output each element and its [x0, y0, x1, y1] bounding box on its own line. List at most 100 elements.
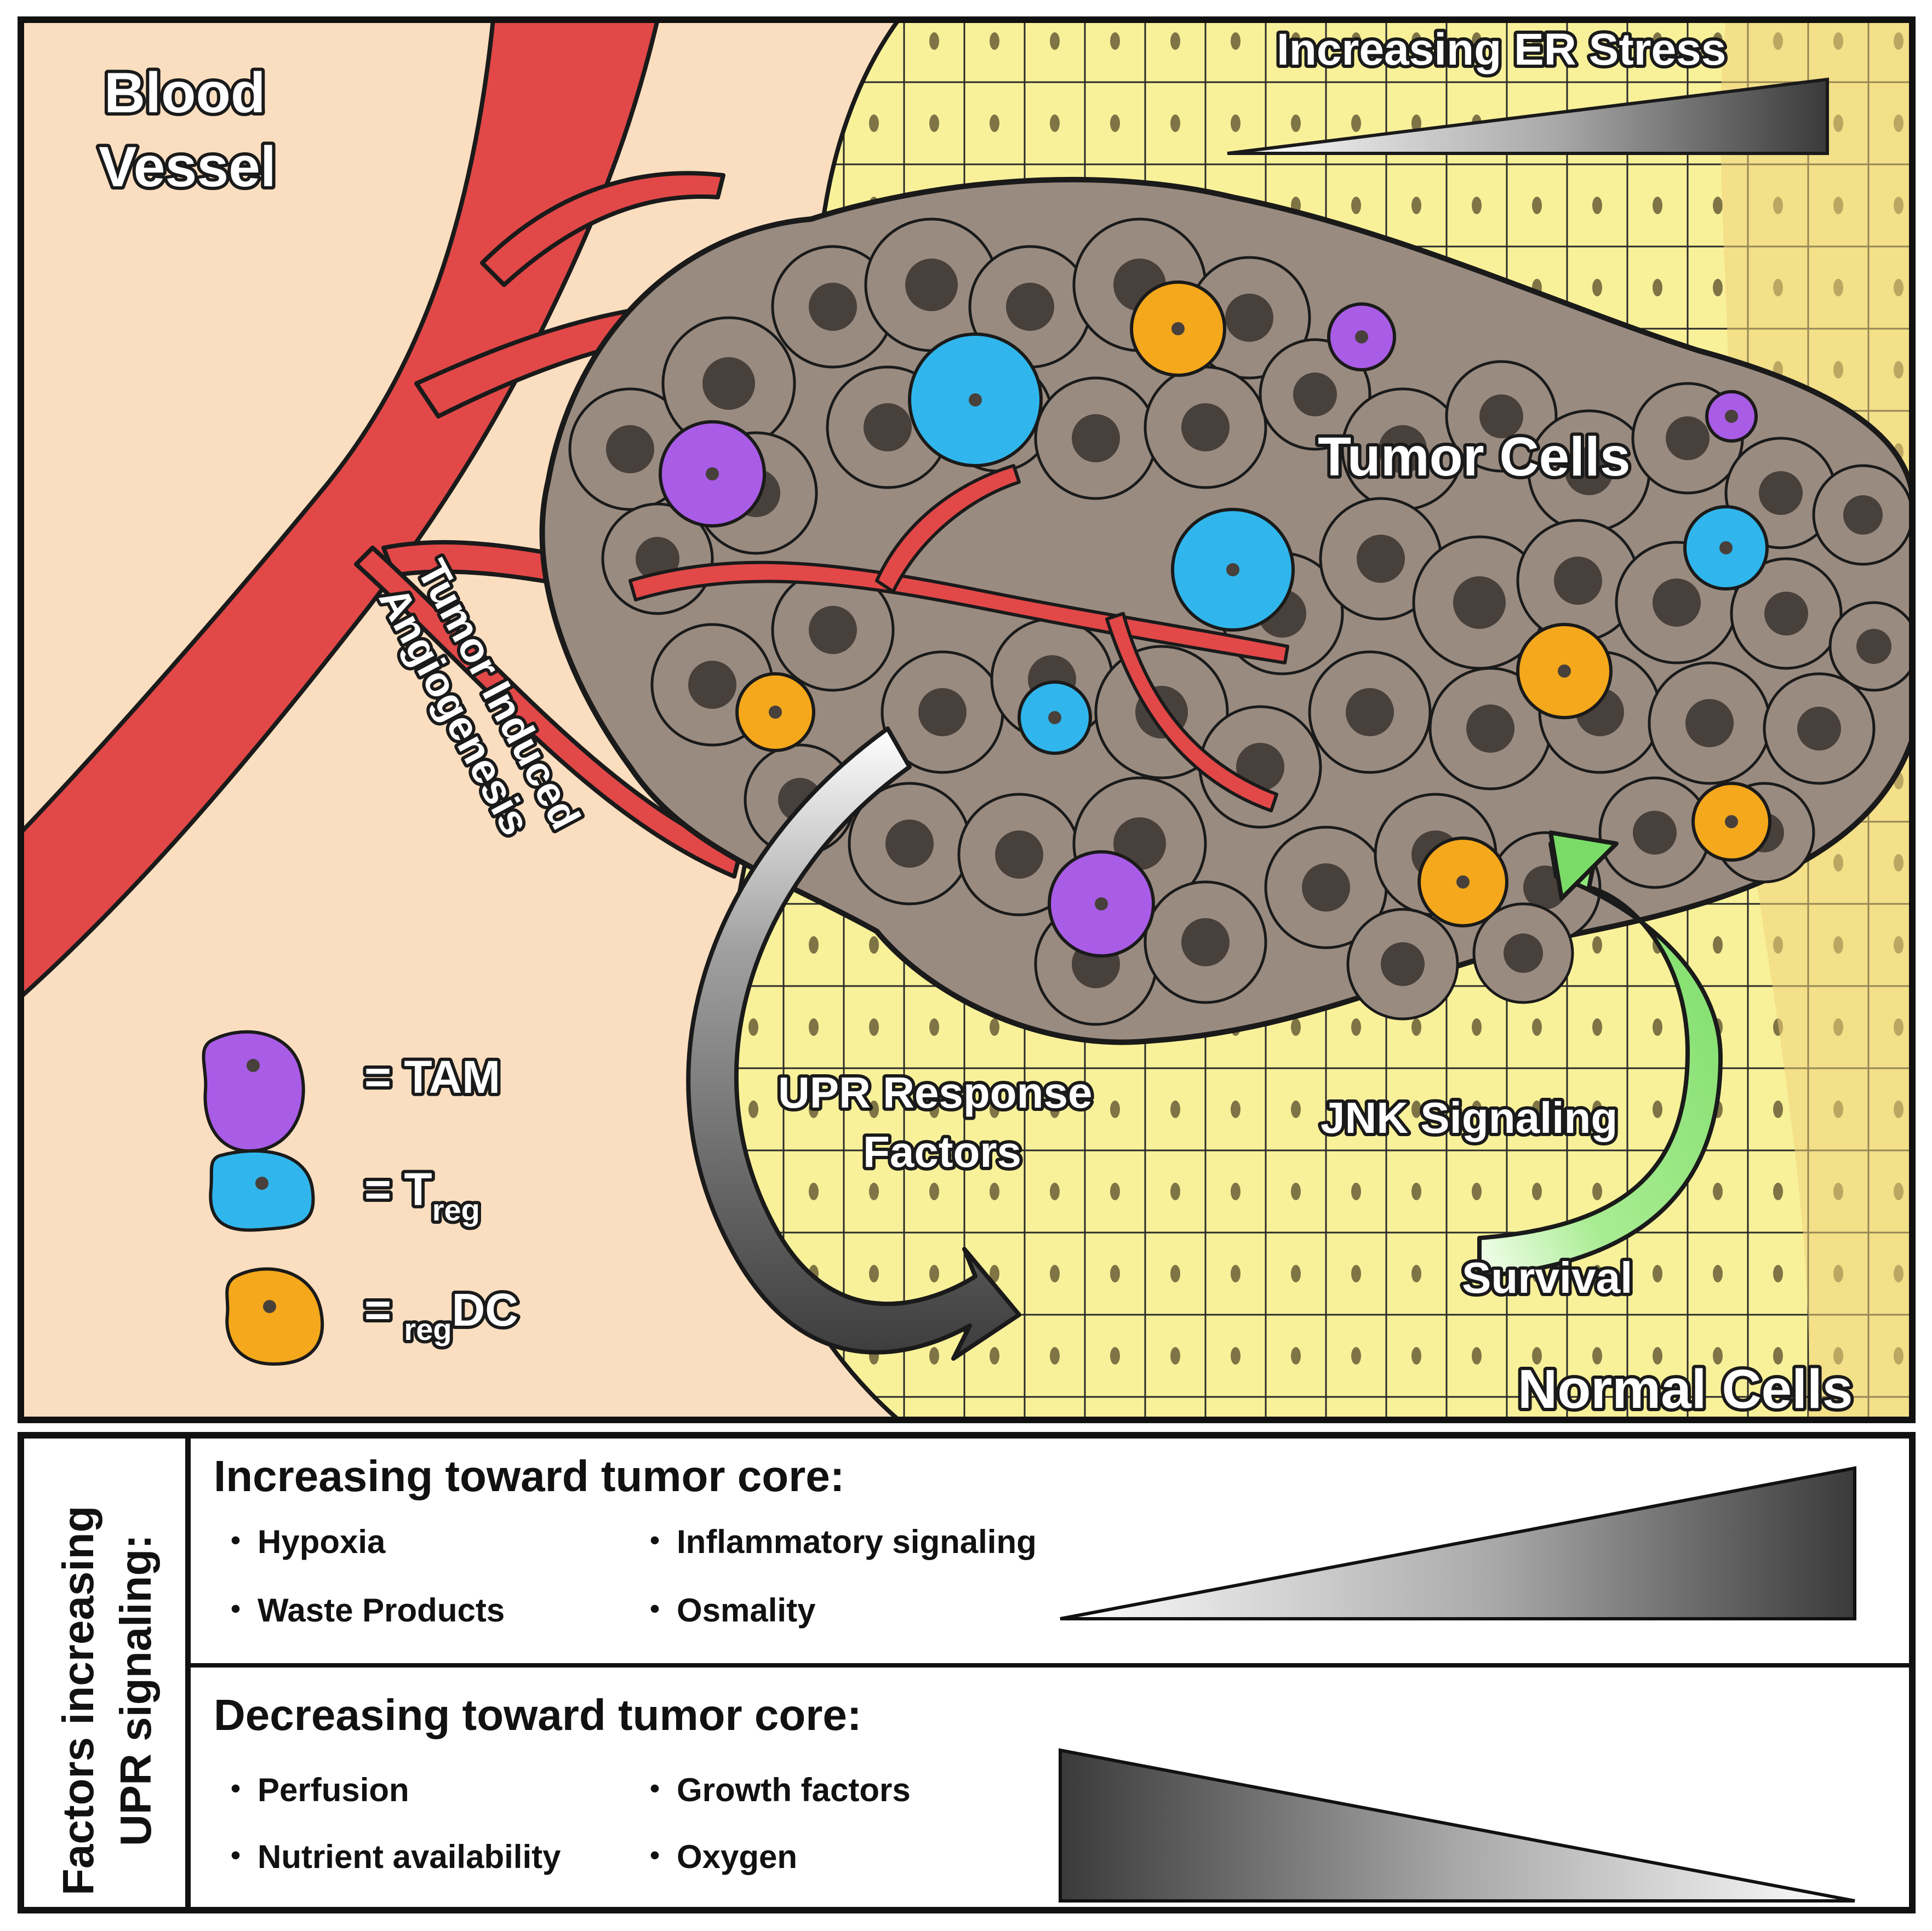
bullet: ・ — [219, 1592, 252, 1629]
tumor-cell-nucleus — [1236, 743, 1284, 791]
normal-cells-label: Normal Cells — [1518, 1359, 1853, 1420]
tumor-cell-nucleus — [809, 283, 857, 331]
treg-cell-nucleus — [969, 393, 982, 406]
decreasing-item: ・Perfusion — [219, 1772, 409, 1808]
survival-label: Survival — [1462, 1253, 1632, 1302]
tumor-cell-nucleus — [1565, 447, 1613, 495]
tumor-cell-nucleus — [1293, 373, 1337, 416]
er-stress-wedge — [1227, 77, 1829, 155]
regdc-cell-nucleus — [1558, 664, 1571, 678]
tam-legend-cell — [202, 1030, 305, 1153]
decreasing-item-text: Growth factors — [677, 1772, 911, 1808]
increasing-item-text: Osmality — [677, 1592, 816, 1629]
decreasing-item-text: Nutrient availability — [258, 1838, 561, 1875]
factors-side-label-line2: UPR signaling: — [111, 1534, 160, 1846]
tumor-cell-nucleus — [1843, 495, 1883, 535]
regdc-cell-nucleus — [1171, 322, 1185, 335]
bullet: ・ — [638, 1772, 671, 1808]
decreasing-item: ・Nutrient availability — [219, 1838, 561, 1875]
increasing-item: ・Hypoxia — [219, 1523, 386, 1560]
regdc-cell-nucleus — [1725, 815, 1738, 828]
top-panel: Increasing ER Stress Blood Vessel Tumor … — [18, 16, 1916, 1423]
jnk-arrow-head — [1548, 830, 1619, 901]
factors-side-label-line1: Factors increasing — [54, 1506, 102, 1895]
treg-legend-sub: reg — [432, 1193, 480, 1227]
tumor-cell-nucleus — [1466, 704, 1514, 753]
decreasing-item: ・Growth factors — [638, 1772, 911, 1808]
treg-cell-nucleus — [1048, 711, 1061, 724]
bullet: ・ — [638, 1838, 671, 1875]
tumor-cell-nucleus — [1346, 688, 1394, 736]
regdc-legend-prefix: = — [364, 1284, 404, 1336]
increasing-heading: Increasing toward tumor core: — [214, 1452, 844, 1500]
top-panel-border — [18, 16, 1916, 1423]
upr-label-line1: UPR Response — [778, 1068, 1092, 1117]
tumor-cell-nucleus — [1797, 707, 1841, 750]
factors-panel-border — [18, 1432, 1916, 1913]
tumor-cell-nucleus — [688, 661, 736, 709]
increasing-item: ・Inflammatory signaling — [638, 1523, 1037, 1560]
blood-vessel-label-line2: Vessel — [99, 135, 276, 199]
tumor-cell-nucleus — [1764, 592, 1808, 635]
tam-cell-nucleus — [1355, 330, 1368, 343]
increasing-item: ・Waste Products — [219, 1592, 505, 1629]
regdc-legend-sub: reg — [404, 1312, 451, 1346]
regdc-cell-nucleus — [769, 706, 782, 719]
bullet: ・ — [638, 1592, 671, 1629]
tumor-cell-nucleus — [702, 357, 755, 410]
increasing-wedge — [1060, 1466, 1856, 1620]
regdc-legend-suffix: DC — [452, 1284, 518, 1336]
tumor-cell-nucleus — [995, 830, 1043, 879]
tumor-cell-nucleus — [809, 606, 857, 654]
jnk-label: JNK Signaling — [1321, 1093, 1617, 1142]
treg-legend-label: = Treg — [364, 1164, 480, 1227]
tumor-cell-nucleus — [1653, 578, 1701, 627]
tumor-cell-nucleus — [1666, 416, 1710, 460]
tumor-cell-nucleus — [905, 259, 958, 311]
treg-cell-nucleus — [1719, 541, 1733, 554]
tumor-cells-label: Tumor Cells — [1318, 426, 1630, 488]
tumor-cell-nucleus — [1633, 811, 1677, 855]
tumor-cell-nucleus — [1453, 576, 1506, 629]
treg-legend-prefix: = T — [364, 1164, 432, 1215]
tumor-cell-nucleus — [1072, 414, 1120, 462]
tumor-cell-nucleus — [885, 820, 934, 868]
immune-cell-layer — [659, 280, 1771, 958]
regdc-legend-label: = regDC — [364, 1284, 518, 1346]
increasing-item-text: Hypoxia — [258, 1523, 386, 1560]
tumor-cell-nucleus — [1181, 918, 1230, 966]
treg-legend-cell — [209, 1149, 315, 1232]
tumor-cell-nucleus — [1006, 283, 1054, 331]
tumor-cell-nucleus — [1479, 394, 1523, 438]
increasing-item-text: Inflammatory signaling — [677, 1523, 1037, 1560]
bullet: ・ — [219, 1838, 252, 1875]
tumor-cell-nucleus — [1504, 933, 1543, 973]
angiogenesis-branches — [628, 464, 1289, 812]
er-stress-label: Increasing ER Stress — [1277, 25, 1726, 75]
regdc-legend-cell — [225, 1267, 324, 1366]
tumor-cell-nucleus — [864, 403, 912, 451]
tam-cell-nucleus — [1095, 897, 1108, 910]
tumor-cell-nucleus — [1302, 863, 1350, 912]
tumor-cell-nucleus — [1379, 425, 1427, 473]
upr-response-arrow — [686, 726, 1021, 1361]
tam-cell-nucleus — [1725, 410, 1738, 423]
decreasing-item-text: Oxygen — [677, 1838, 797, 1875]
bullet: ・ — [219, 1523, 252, 1560]
bullet: ・ — [219, 1772, 252, 1808]
treg-cell-nucleus — [1226, 563, 1239, 576]
regdc-cell-nucleus — [1456, 875, 1470, 889]
factors-panel: Factors increasing UPR signaling: Increa… — [18, 1432, 1916, 1913]
decreasing-item: ・Oxygen — [638, 1838, 797, 1875]
regdc-legend-nucleus — [263, 1300, 276, 1313]
tumor-cell-nucleus — [606, 425, 654, 473]
tam-legend-label: = TAM — [364, 1051, 500, 1103]
upr-label-line2: Factors — [863, 1127, 1021, 1176]
treg-legend-nucleus — [255, 1177, 268, 1190]
tumor-cell-nucleus — [1554, 557, 1602, 605]
increasing-item: ・Osmality — [638, 1592, 816, 1629]
tam-cell-nucleus — [706, 467, 719, 480]
tumor-cell-nucleus — [1759, 471, 1803, 515]
tumor-cell-nucleus — [1181, 403, 1230, 451]
